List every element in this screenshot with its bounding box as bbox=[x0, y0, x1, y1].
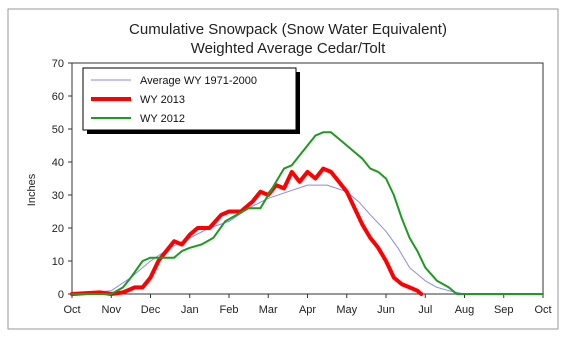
y-tick-label: 30 bbox=[52, 190, 64, 202]
x-tick-label: Jan bbox=[181, 304, 199, 316]
series-lines bbox=[70, 131, 544, 296]
x-tick-label: Jul bbox=[418, 304, 432, 316]
y-tick-label: 20 bbox=[52, 223, 64, 235]
y-axis-label: Inches bbox=[26, 173, 38, 206]
x-tick-label: Sep bbox=[494, 304, 514, 316]
y-tick-label: 70 bbox=[52, 58, 64, 70]
y-axis: 0 10 20 30 40 50 60 70 bbox=[52, 58, 72, 301]
series-line-average bbox=[71, 184, 544, 295]
x-tick-label: Aug bbox=[455, 304, 475, 316]
chart-title: Cumulative Snowpack (Snow Water Equivale… bbox=[129, 21, 447, 38]
legend-label-wy2013: WY 2013 bbox=[140, 94, 185, 106]
y-tick-label: 50 bbox=[52, 124, 64, 136]
x-tick-label: May bbox=[336, 304, 357, 316]
x-tick-label: Oct bbox=[63, 304, 80, 316]
legend-label-average: Average WY 1971-2000 bbox=[140, 75, 257, 87]
x-tick-label: Apr bbox=[299, 304, 316, 316]
y-tick-label: 60 bbox=[52, 91, 64, 103]
x-axis: Oct Nov Dec Jan Feb Mar Apr May Jun Jul Aug Sep Oct bbox=[63, 294, 552, 316]
x-tick-label: Oct bbox=[534, 304, 551, 316]
x-tick-label: Dec bbox=[141, 304, 161, 316]
y-tick-label: 40 bbox=[52, 157, 64, 169]
x-tick-label: Jun bbox=[377, 304, 395, 316]
series-line-wy2012 bbox=[71, 131, 544, 295]
y-tick-label: 0 bbox=[58, 289, 64, 301]
chart-subtitle: Weighted Average Cedar/Tolt bbox=[191, 40, 386, 57]
legend-label-wy2012: WY 2012 bbox=[140, 113, 185, 125]
legend: Average WY 1971-2000 WY 2013 WY 2012 bbox=[82, 67, 300, 134]
y-tick-label: 10 bbox=[52, 256, 64, 268]
x-tick-label: Feb bbox=[220, 304, 239, 316]
x-tick-label: Nov bbox=[101, 304, 121, 316]
x-tick-label: Mar bbox=[259, 304, 278, 316]
